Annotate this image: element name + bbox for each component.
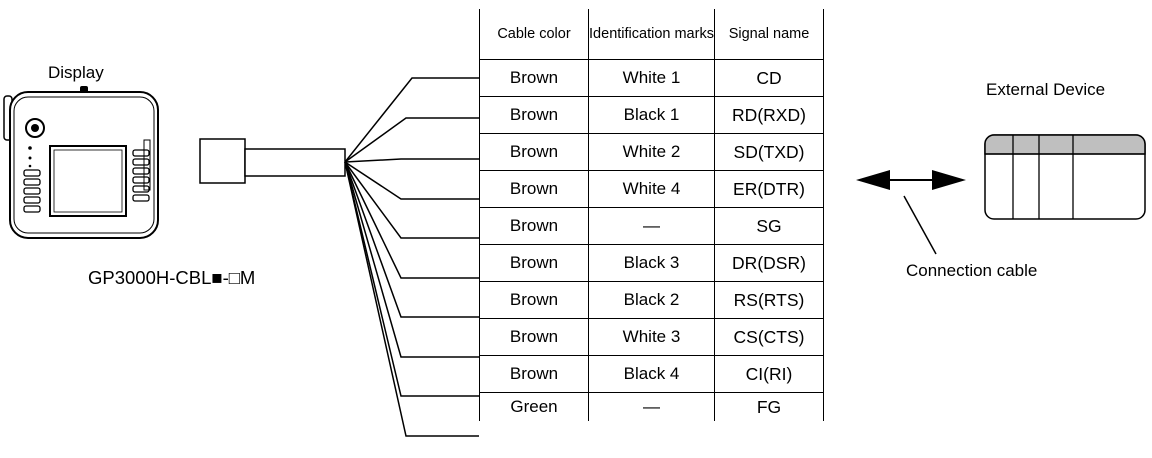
cable-color-cell: Brown — [479, 133, 589, 171]
identification-mark-cell: Black 2 — [588, 281, 715, 319]
cable-connector — [199, 138, 346, 184]
table-row: Brown White 2 SD(TXD) — [479, 133, 824, 171]
table-row: Brown Black 3 DR(DSR) — [479, 244, 824, 282]
cable-color-cell: Brown — [479, 355, 589, 393]
signal-name-cell: DR(DSR) — [714, 244, 824, 282]
signal-name-cell: FG — [714, 392, 824, 421]
external-device-icon — [984, 134, 1146, 220]
signal-name-cell: RD(RXD) — [714, 96, 824, 134]
signal-name-cell: SD(TXD) — [714, 133, 824, 171]
display-label: Display — [48, 63, 104, 82]
callout-line — [903, 195, 937, 255]
table-row: Brown Black 1 RD(RXD) — [479, 96, 824, 134]
connection-cable-label: Connection cable — [906, 261, 1038, 280]
fan-out-wires — [344, 77, 479, 437]
table-row: Brown Black 2 RS(RTS) — [479, 281, 824, 319]
signal-name-cell: CI(RI) — [714, 355, 824, 393]
header-signal-name: Signal name — [714, 9, 824, 60]
table-row: Brown Black 4 CI(RI) — [479, 355, 824, 393]
identification-mark-cell: White 1 — [588, 59, 715, 97]
identification-mark-cell: — — [588, 207, 715, 245]
signal-name-cell: ER(DTR) — [714, 170, 824, 208]
table-header-row: Cable color Identification marks Signal … — [479, 9, 824, 60]
cable-color-cell: Brown — [479, 281, 589, 319]
identification-mark-cell: Black 4 — [588, 355, 715, 393]
cable-color-cell: Brown — [479, 170, 589, 208]
header-cable-color: Cable color — [479, 9, 589, 60]
cable-color-cell: Brown — [479, 207, 589, 245]
signal-name-cell: RS(RTS) — [714, 281, 824, 319]
cable-color-cell: Brown — [479, 96, 589, 134]
cable-color-cell: Brown — [479, 318, 589, 356]
identification-mark-cell: White 4 — [588, 170, 715, 208]
identification-mark-cell: Black 3 — [588, 244, 715, 282]
identification-mark-cell: White 2 — [588, 133, 715, 171]
signal-name-cell: CS(CTS) — [714, 318, 824, 356]
double-arrow-icon — [856, 170, 966, 190]
wiring-table: Cable color Identification marks Signal … — [479, 9, 824, 421]
signal-name-cell: SG — [714, 207, 824, 245]
cable-color-cell: Brown — [479, 59, 589, 97]
table-row: Brown White 4 ER(DTR) — [479, 170, 824, 208]
identification-mark-cell: White 3 — [588, 318, 715, 356]
identification-mark-cell: — — [588, 392, 715, 421]
table-row: Brown White 1 CD — [479, 59, 824, 97]
external-device-label: External Device — [986, 80, 1106, 99]
signal-name-cell: CD — [714, 59, 824, 97]
identification-mark-cell: Black 1 — [588, 96, 715, 134]
cable-model-label: GP3000H-CBL■-□M — [88, 267, 256, 288]
cable-color-cell: Green — [479, 392, 589, 421]
handheld-display-icon — [3, 86, 159, 239]
table-row: Brown — SG — [479, 207, 824, 245]
table-row: Brown White 3 CS(CTS) — [479, 318, 824, 356]
table-row: Green — FG — [479, 392, 824, 421]
header-identification-marks: Identification marks — [588, 9, 715, 60]
cable-color-cell: Brown — [479, 244, 589, 282]
